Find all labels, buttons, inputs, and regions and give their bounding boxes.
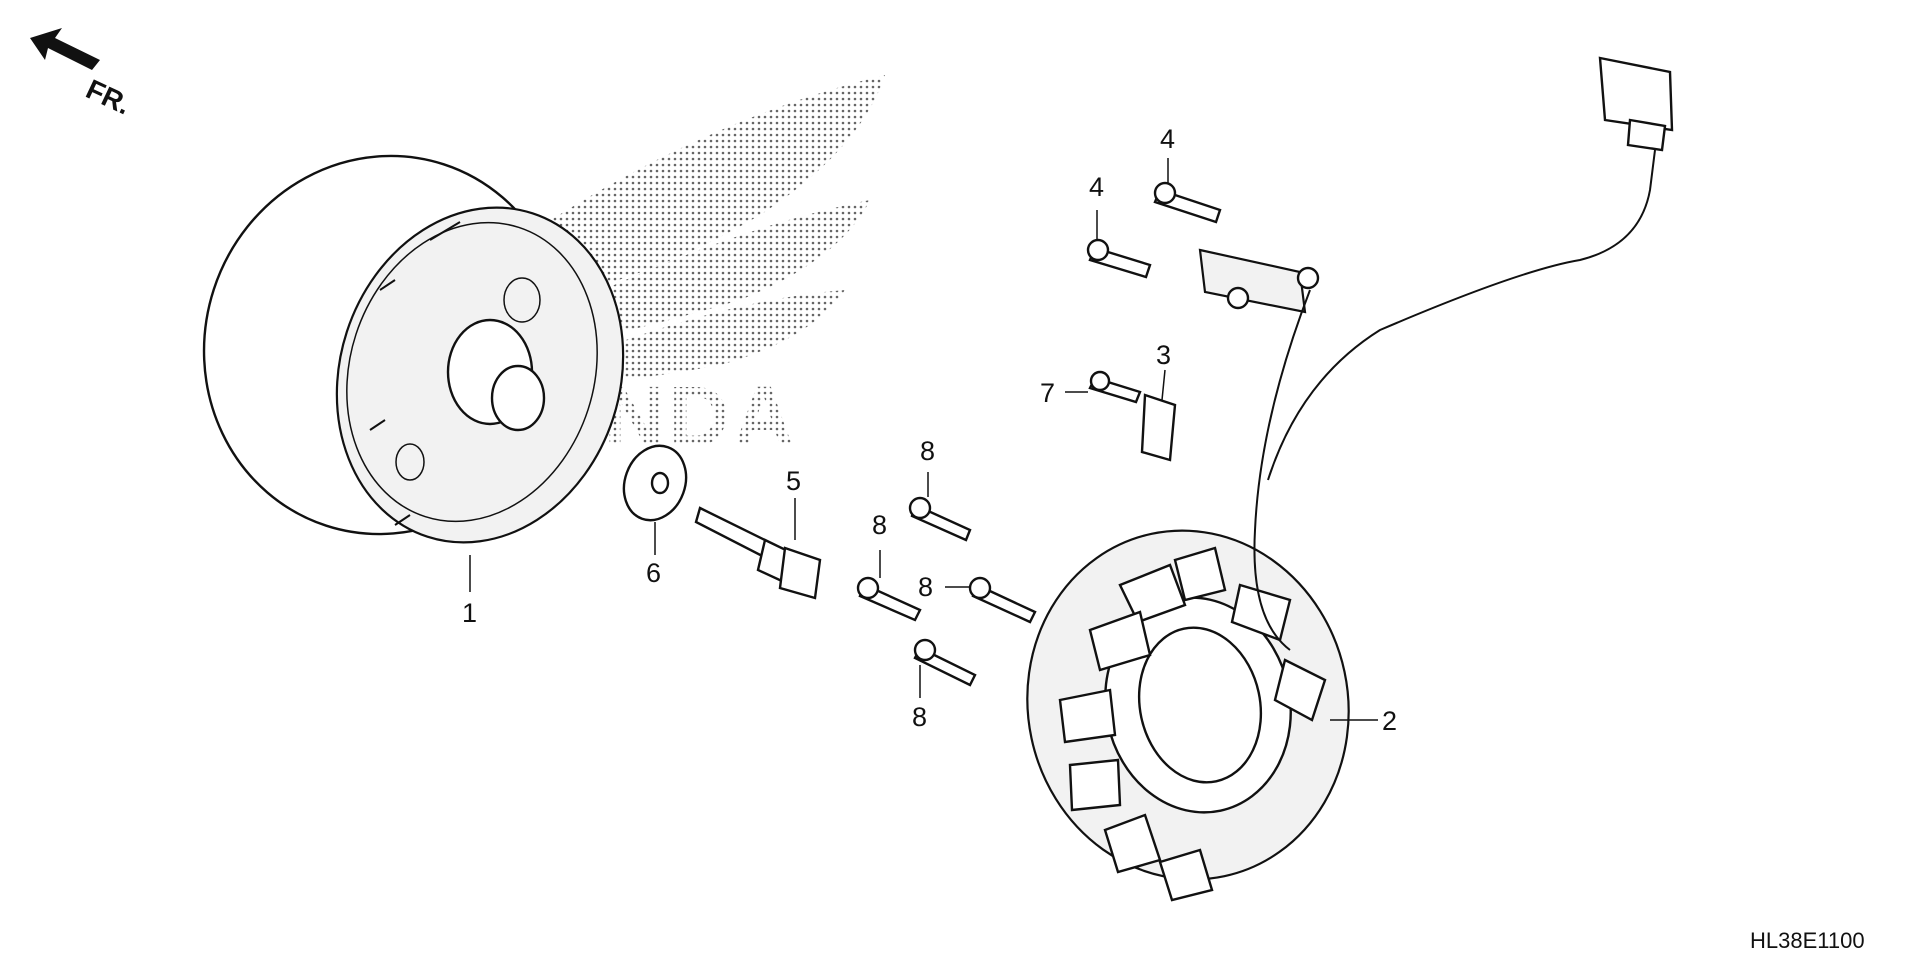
clip-part <box>1088 370 1177 462</box>
callout-stator-bolt-a: 8 <box>920 436 935 466</box>
wire-harness <box>1253 56 1674 651</box>
stator-part <box>1026 529 1350 902</box>
callout-bolt-lower: 4 <box>1089 172 1104 202</box>
callout-flywheel: 1 <box>462 598 477 628</box>
flywheel-part <box>202 154 625 544</box>
callout-washer: 6 <box>646 558 661 588</box>
callout-bolt-upper: 4 <box>1160 124 1175 154</box>
callout-stator-bolt-b: 8 <box>872 510 887 540</box>
front-direction-label: FR. <box>81 73 135 120</box>
callout-stator-bolt-d: 8 <box>912 702 927 732</box>
leader-lines <box>469 158 1378 721</box>
stator-bolts <box>856 496 1037 687</box>
honda-wing-watermark: HONDA <box>470 75 885 463</box>
washer-part <box>622 444 688 522</box>
callout-flange-bolt: 5 <box>786 466 801 496</box>
callout-clip-bolt: 7 <box>1040 378 1055 408</box>
diagram-code: HL38E1100 <box>1750 928 1865 953</box>
pulse-generator-part <box>1086 181 1320 314</box>
callout-stator-bolt-c: 8 <box>918 572 933 602</box>
callout-stator: 2 <box>1382 706 1397 736</box>
flange-bolt-part <box>694 506 822 600</box>
front-direction-arrow-icon <box>30 28 100 70</box>
callout-clip: 3 <box>1156 340 1171 370</box>
